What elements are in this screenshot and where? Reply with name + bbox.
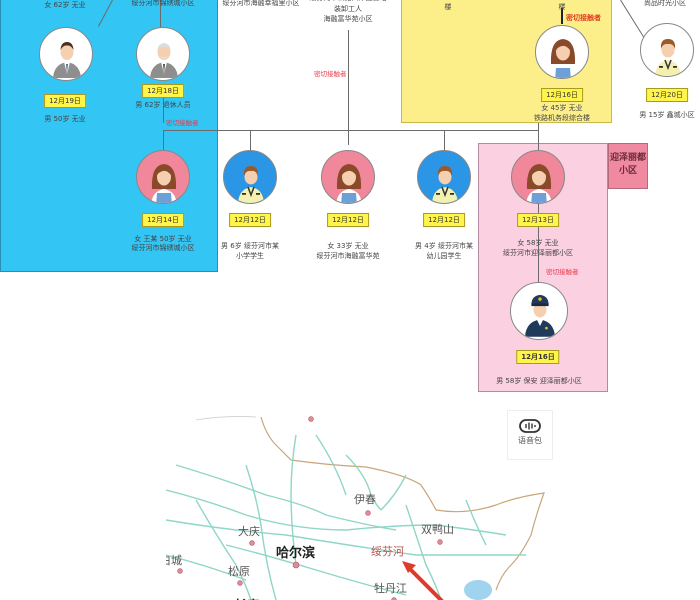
person-info-text: 铁路机务段综合楼: [534, 114, 590, 122]
close-contact-label: 密切接触者: [546, 268, 579, 276]
avatar-woman: [136, 150, 190, 204]
connector-horizontal: [163, 130, 539, 131]
map-city-label: 双鸭山: [421, 523, 454, 536]
date-badge: 12月16日: [541, 88, 583, 102]
person-info-text: 绥芬河市海融幸福里小区: [222, 0, 300, 7]
person-info-text: 绥芬河市公路口岸运营站: [310, 0, 387, 4]
person-info-text: 幼儿园学生: [426, 252, 462, 260]
person-info-text: 楼: [444, 3, 452, 11]
connector-line: [444, 130, 445, 150]
person-info-text: 绥芬河市锦绣城小区: [131, 0, 195, 7]
person-info-text: 女 58岁 无业: [517, 239, 559, 247]
date-badge: 12月19日: [44, 94, 86, 108]
person-info-text: 男 6岁 绥芬河市某: [221, 242, 279, 250]
date-badge: 12月14日: [142, 213, 184, 227]
avatar-elderly-man: [136, 27, 190, 81]
voice-pack-button[interactable]: 语音包: [507, 410, 553, 460]
voice-pack-icon: [519, 419, 541, 433]
person-info-text: 女 62岁 无业: [44, 1, 86, 9]
connector-line: [160, 0, 161, 30]
person-info-text: 尚品时光小区: [644, 0, 686, 7]
person-info-text: 女 45岁 无业: [541, 104, 583, 112]
person-info-text: 男 62岁 退休人员: [135, 101, 191, 109]
person-info-text: 男 58岁 保安 迎泽丽都小区: [496, 377, 582, 385]
person-info-text: 绥芬河市海融富华苑: [316, 252, 380, 260]
date-badge: 12月12日: [327, 213, 369, 227]
person-info-text: 男 50岁 无业: [44, 115, 86, 123]
person-info-text: 楼: [558, 3, 566, 11]
date-badge: 12月13日: [517, 213, 559, 227]
map-city-label: 伊春: [354, 493, 376, 506]
community-tag: 迎泽丽都 小区: [608, 143, 648, 189]
map-roads: [166, 416, 545, 600]
voice-pack-label: 语音包: [518, 436, 542, 445]
map-city-label: 长春: [234, 595, 260, 600]
avatar-boy: [417, 150, 471, 204]
connector-line: [538, 130, 539, 150]
connector-line: [348, 30, 349, 145]
date-badge: 12月18日: [142, 84, 184, 98]
connector-line: [538, 200, 539, 282]
map-city-label: 牡丹江: [374, 582, 407, 595]
map-view[interactable]: 伊春 大庆 哈尔滨 双鸭山 绥芬河 白城 松原 牡丹江 长春: [166, 405, 556, 600]
person-info-text: 小学学生: [236, 252, 264, 260]
connector-line: [538, 123, 539, 130]
person-info-text: 男 4岁 绥芬河市某: [415, 242, 473, 250]
connector-line: [163, 95, 164, 123]
community-tag-line2: 小区: [618, 166, 637, 176]
person-info-text: 男 15岁 鑫城小区: [639, 111, 695, 119]
person-info-text: 绥芬河市锦绣城小区: [131, 244, 195, 252]
date-badge: 12月12日: [229, 213, 271, 227]
avatar-boy: [223, 150, 277, 204]
close-contact-label: 密切接触者: [166, 119, 199, 127]
avatar-boy: [640, 23, 694, 77]
avatar-woman: [321, 150, 375, 204]
connector-line: [561, 8, 563, 24]
avatar-man-suit: [39, 27, 93, 81]
map-city-label: 哈尔滨: [276, 546, 316, 561]
close-contact-label: 密切接触者: [314, 70, 347, 78]
person-info-text: 女 王某 50岁 无业: [134, 235, 192, 243]
close-contact-label: 密切接触者: [566, 14, 601, 22]
person-info-text: 海融富华苑小区: [323, 15, 373, 23]
map-city-label-highlighted[interactable]: 绥芬河: [371, 545, 404, 558]
map-city-label: 大庆: [238, 525, 260, 538]
person-info-text: 女 33岁 无业: [327, 242, 369, 250]
avatar-security-guard: [510, 282, 568, 340]
connector-line: [163, 130, 164, 150]
date-badge: 12月16日: [516, 350, 560, 364]
person-info-text: 绥芬河市迎泽丽都小区: [503, 249, 573, 257]
map-city-label: 松原: [228, 565, 250, 578]
map-city-label: 白城: [166, 554, 182, 567]
community-tag-line1: 迎泽丽都: [609, 153, 646, 163]
avatar-woman: [511, 150, 565, 204]
connector-line: [250, 130, 251, 150]
avatar-woman: [535, 25, 589, 79]
person-info-text: 装卸工人: [334, 5, 362, 13]
date-badge: 12月20日: [646, 88, 688, 102]
date-badge: 12月12日: [423, 213, 465, 227]
